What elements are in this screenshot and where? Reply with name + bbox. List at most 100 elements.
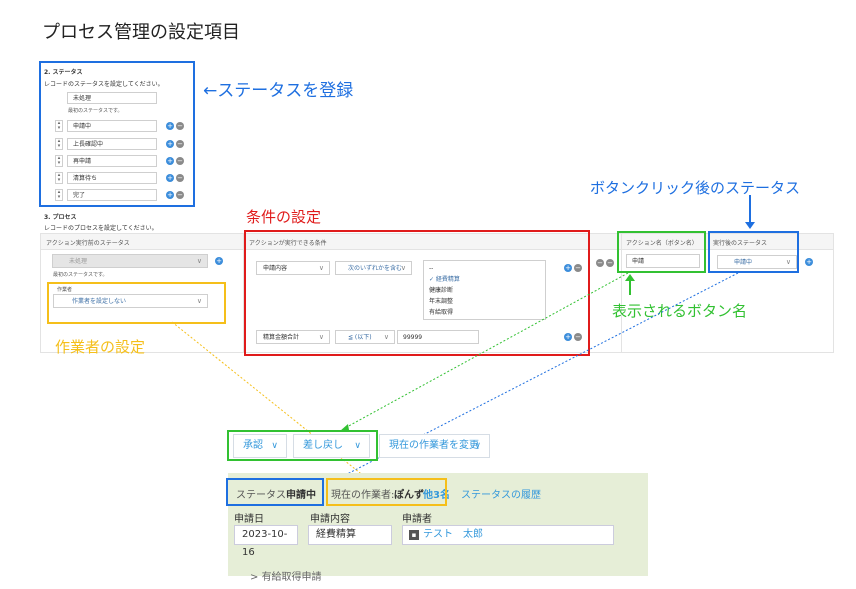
- condition-highlight-box: [244, 230, 590, 356]
- record-panel: ステータス: 申請中 現在の作業者: ぽんず 他3名 ステータスの履歴 申請日 …: [228, 473, 648, 583]
- approve-button-label: 承認: [243, 440, 263, 451]
- remove-status-icon[interactable]: −: [176, 191, 184, 199]
- action-name-input[interactable]: 申請: [626, 254, 700, 268]
- assignee-record-highlight-box: [326, 478, 447, 506]
- add-process-icon[interactable]: +: [805, 258, 813, 266]
- column-divider: [243, 234, 244, 352]
- assignee-label: 作業者: [57, 287, 73, 293]
- chevron-down-icon: ∨: [318, 264, 324, 272]
- before-status-select[interactable]: 未処理 ∨: [52, 254, 208, 268]
- status-label: ステータス:: [236, 490, 290, 501]
- status-item-field[interactable]: 申請中: [67, 120, 157, 132]
- section-title[interactable]: > 有給取得申請: [250, 568, 322, 583]
- add-status-icon[interactable]: +: [166, 174, 174, 182]
- page-title: プロセス管理の設定項目: [42, 22, 240, 43]
- reorder-handle[interactable]: ▴▾: [55, 138, 63, 150]
- add-condition-icon[interactable]: +: [564, 333, 572, 341]
- status-value: 申請中: [286, 490, 316, 501]
- process-heading: 3. プロセス: [44, 214, 77, 221]
- add-status-icon[interactable]: +: [166, 157, 174, 165]
- remove-status-icon[interactable]: −: [176, 122, 184, 130]
- remove-process-icon[interactable]: −: [596, 259, 604, 267]
- arrow-head-icon: [340, 424, 349, 431]
- option-item[interactable]: 年末調整: [429, 298, 454, 305]
- remove-process-icon[interactable]: −: [606, 259, 614, 267]
- process-desc: レコードのプロセスを設定してください。: [44, 225, 158, 232]
- reorder-handle[interactable]: ▴▾: [55, 155, 63, 167]
- condition-field-select[interactable]: 申請内容 ∨: [256, 261, 330, 275]
- assignee-highlight-box: [47, 282, 226, 324]
- condition-operator-value: 次のいずれかを含む: [348, 265, 403, 272]
- status-history-link[interactable]: ステータスの履歴: [461, 490, 541, 501]
- condition-operator-value: ≦ (以下): [348, 334, 372, 341]
- buttons-highlight-box: [227, 430, 378, 461]
- status-item-field[interactable]: 再申請: [67, 155, 157, 167]
- col-header-action-name: アクション名（ボタン名）: [626, 240, 698, 247]
- initial-status-note: 最初のステータスです。: [68, 108, 123, 114]
- add-status-icon[interactable]: +: [166, 191, 174, 199]
- add-status-icon[interactable]: +: [166, 122, 174, 130]
- col-header-condition: アクションが実行できる条件: [249, 240, 327, 247]
- after-status-select[interactable]: 申請中 ∨: [717, 255, 797, 269]
- action-name-highlight-box: [617, 231, 706, 273]
- applicant-name[interactable]: テスト 太郎: [423, 529, 483, 540]
- chevron-down-icon: ∨: [196, 257, 202, 265]
- option-item[interactable]: 有給取得: [429, 309, 454, 316]
- remove-condition-icon[interactable]: −: [574, 264, 582, 272]
- after-status-highlight-box: [708, 231, 799, 273]
- section-title-label: 有給取得申請: [261, 572, 322, 583]
- chevron-down-icon: ∨: [474, 441, 481, 451]
- other-assignees-link[interactable]: 他3名: [423, 490, 450, 501]
- after-status-annotation: ボタンクリック後のステータス: [590, 179, 801, 197]
- chevron-down-icon: ∨: [196, 297, 202, 305]
- remove-status-icon[interactable]: −: [176, 140, 184, 148]
- dotted-connector: [344, 272, 629, 429]
- assignee-value: 作業者を設定しない: [72, 298, 127, 305]
- option-item-selected[interactable]: ✓ 経費精算: [429, 276, 460, 283]
- status-desc: レコードのステータスを設定してください。: [44, 81, 164, 88]
- condition-setting-annotation: 条件の設定: [246, 208, 322, 226]
- remove-condition-icon[interactable]: −: [574, 333, 582, 341]
- arrow-head-icon: [745, 222, 755, 229]
- assignee-select[interactable]: 作業者を設定しない ∨: [53, 294, 208, 308]
- reorder-handle[interactable]: ▴▾: [55, 172, 63, 184]
- send-back-button[interactable]: 差し戻し∨: [293, 434, 370, 458]
- after-status-value: 申請中: [734, 259, 753, 266]
- assignee-label: 現在の作業者:: [331, 490, 395, 501]
- condition-options-listbox[interactable]: -- ✓ 経費精算 健康診断 年末調整 有給取得: [423, 260, 546, 320]
- option-item[interactable]: --: [429, 265, 434, 272]
- approve-button[interactable]: 承認∨: [233, 434, 287, 458]
- status-item-field[interactable]: 上長確認中: [67, 138, 157, 150]
- add-process-icon[interactable]: +: [215, 257, 223, 265]
- initial-status-field[interactable]: 未処理: [67, 92, 157, 104]
- change-assignee-button[interactable]: 現在の作業者を変更∨: [379, 434, 490, 458]
- column-divider: [621, 234, 622, 352]
- remove-status-icon[interactable]: −: [176, 157, 184, 165]
- field-label-content: 申請内容: [310, 514, 350, 525]
- col-header-before-status: アクション実行前のステータス: [46, 240, 130, 247]
- change-assignee-button-label: 現在の作業者を変更: [389, 440, 479, 451]
- remove-status-icon[interactable]: −: [176, 174, 184, 182]
- reorder-handle[interactable]: ▴▾: [55, 120, 63, 132]
- chevron-down-icon: ∨: [383, 333, 389, 341]
- assignee-value: ぽんず: [394, 490, 424, 501]
- field-label-date: 申請日: [234, 514, 264, 525]
- status-heading: 2. ステータス: [44, 69, 83, 76]
- add-condition-icon[interactable]: +: [564, 264, 572, 272]
- status-item-field[interactable]: 完了: [67, 189, 157, 201]
- process-table: [40, 233, 834, 353]
- chevron-down-icon: ∨: [318, 333, 324, 341]
- field-label-applicant: 申請者: [402, 514, 432, 525]
- status-item-field[interactable]: 清算待ち: [67, 172, 157, 184]
- field-value-applicant: ▪ テスト 太郎: [402, 525, 614, 545]
- dotted-connector: [171, 321, 381, 490]
- condition-field-select[interactable]: 精算金額合計 ∨: [256, 330, 330, 344]
- condition-operator-select[interactable]: ≦ (以下) ∨: [335, 330, 395, 344]
- before-status-value: 未処理: [69, 258, 88, 265]
- button-name-annotation: 表示されるボタン名: [612, 302, 748, 320]
- option-item[interactable]: 健康診断: [429, 287, 454, 294]
- add-status-icon[interactable]: +: [166, 140, 174, 148]
- reorder-handle[interactable]: ▴▾: [55, 189, 63, 201]
- condition-operator-select[interactable]: 次のいずれかを含む ∨: [335, 261, 412, 275]
- condition-value-input[interactable]: 99999: [397, 330, 479, 344]
